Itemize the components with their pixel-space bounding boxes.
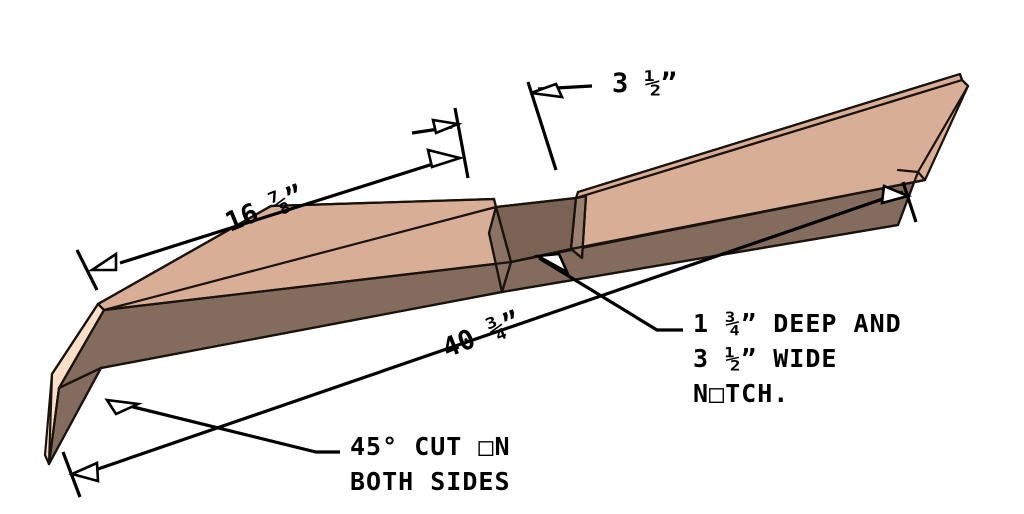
leader-notch-note <box>533 252 683 332</box>
dimension-label-overall-length: 40 ¾” <box>438 305 525 364</box>
note-miter-line-2: BOTH SIDES <box>350 467 511 496</box>
dimension-label-width-top: 3 ½” <box>612 68 677 99</box>
leader-miter-note <box>104 398 340 454</box>
board-outline-edges <box>47 72 970 466</box>
note-notch: 1 ¾” DEEP AND 3 ½” WIDE N□TCH. <box>693 309 902 408</box>
note-miter-line-1: 45° CUT □N <box>350 432 511 461</box>
note-miter: 45° CUT □N BOTH SIDES <box>350 432 511 496</box>
dimension-width-top: 3 ½” <box>526 68 677 171</box>
note-notch-line-3: N□TCH. <box>693 379 789 408</box>
note-notch-line-1: 1 ¾” DEEP AND <box>693 309 902 338</box>
board-geometry <box>43 72 970 466</box>
note-notch-line-2: 3 ½” WIDE <box>693 344 837 373</box>
